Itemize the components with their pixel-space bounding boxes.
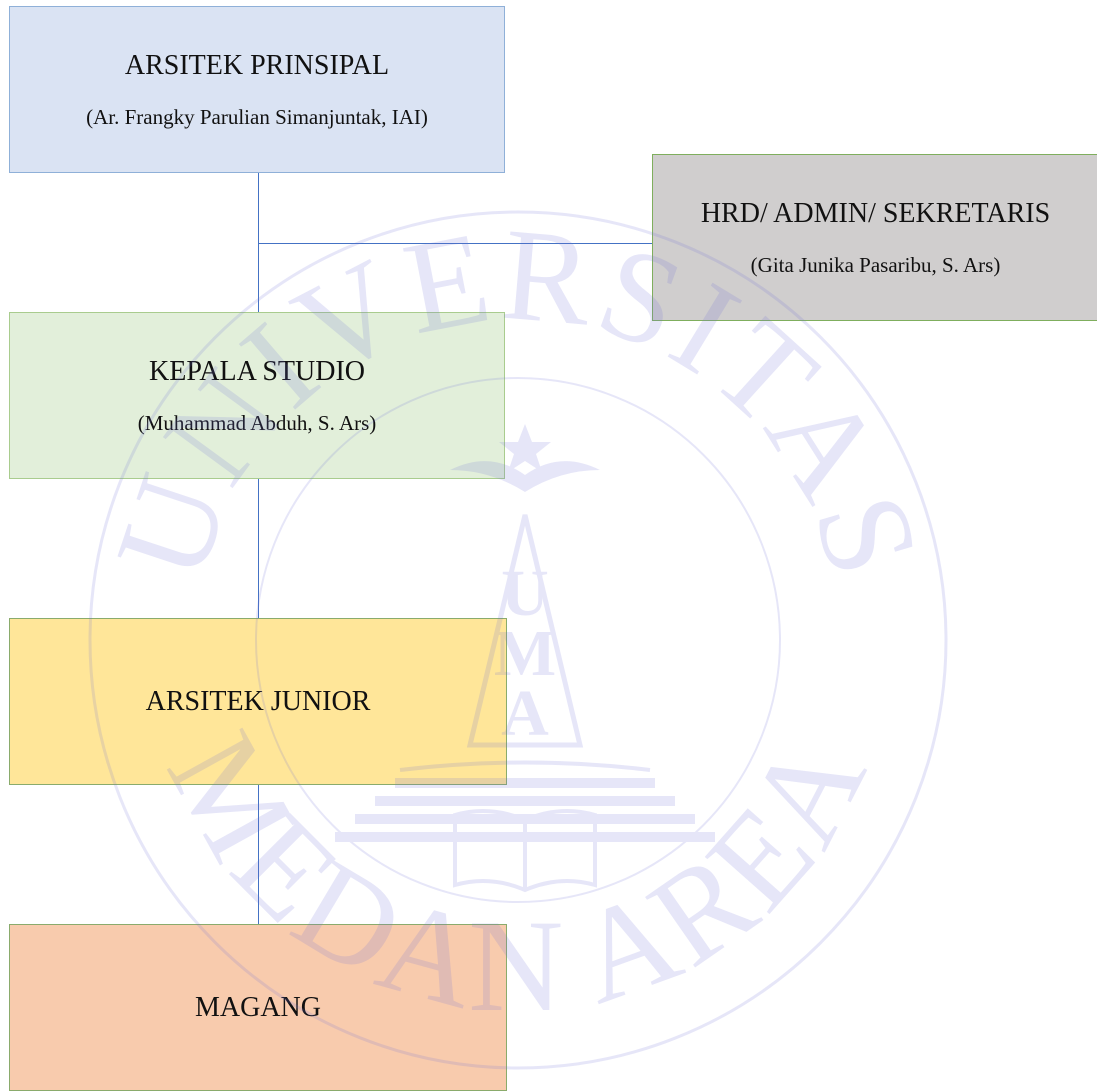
hrd-role: HRD/ ADMIN/ SEKRETARIS — [700, 198, 1051, 230]
arsitek-prinsipal-box: ARSITEK PRINSIPAL (Ar. Frangky Parulian … — [9, 6, 505, 173]
kepala-studio-box: KEPALA STUDIO (Muhammad Abduh, S. Ars) — [9, 312, 505, 479]
hrd-person: (Gita Junika Pasaribu, S. Ars) — [750, 252, 1001, 277]
connector-studio-to-junior — [258, 479, 259, 618]
arsitek-junior-box: ARSITEK JUNIOR — [9, 618, 507, 785]
kepala-studio-role: KEPALA STUDIO — [149, 356, 365, 388]
kepala-studio-person: (Muhammad Abduh, S. Ars) — [137, 410, 377, 435]
emblem-letter-u: U — [501, 557, 549, 630]
connector-to-hrd — [258, 243, 652, 244]
arsitek-prinsipal-person: (Ar. Frangky Parulian Simanjuntak, IAI) — [86, 104, 428, 129]
hrd-admin-sekretaris-box: HRD/ ADMIN/ SEKRETARIS (Gita Junika Pasa… — [652, 154, 1097, 321]
arsitek-junior-role: ARSITEK JUNIOR — [145, 685, 371, 717]
connector-junior-to-magang — [258, 785, 259, 924]
connector-principal-to-studio — [258, 173, 259, 312]
arsitek-prinsipal-role: ARSITEK PRINSIPAL — [124, 50, 390, 82]
emblem-letter-a: A — [501, 677, 549, 750]
magang-role: MAGANG — [195, 991, 321, 1023]
magang-box: MAGANG — [9, 924, 507, 1091]
